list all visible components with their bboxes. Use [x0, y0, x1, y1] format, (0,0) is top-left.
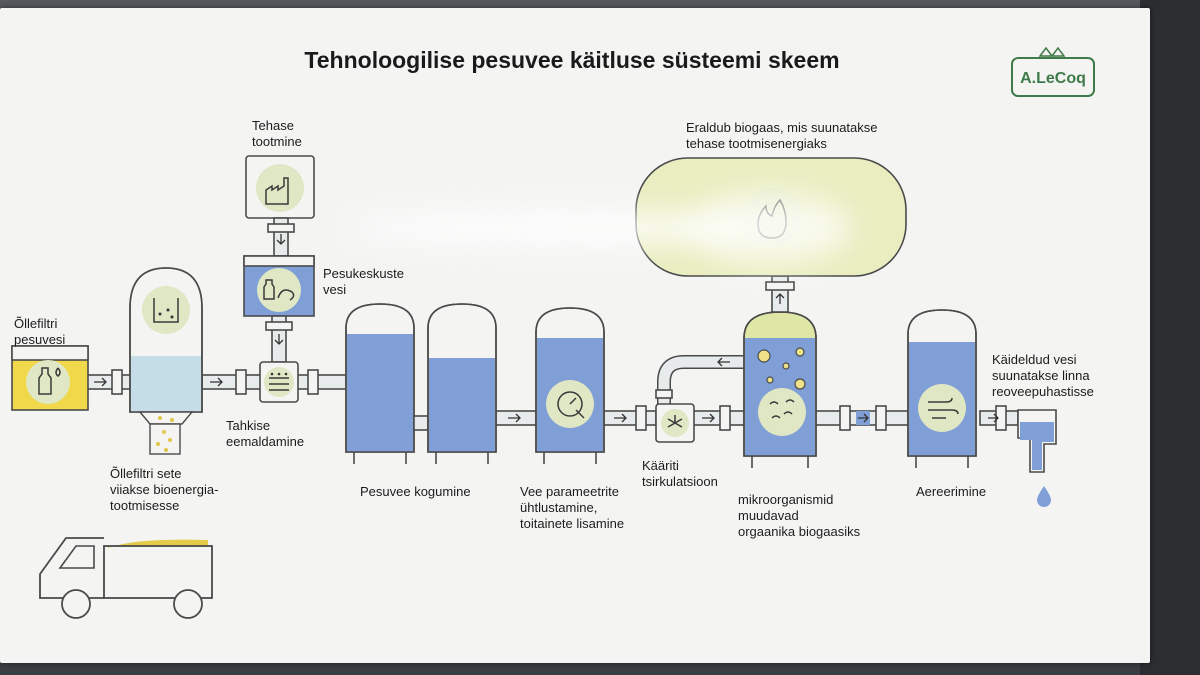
gauge-icon	[557, 391, 583, 417]
bacteria-icon	[769, 399, 795, 419]
fan-icon	[667, 415, 683, 428]
flow-arrow-icon	[702, 413, 715, 423]
flow-arrow-icon	[717, 357, 730, 367]
parameter-tank	[535, 307, 605, 464]
wash-station-tank	[243, 255, 315, 363]
flow-arrow-icon	[775, 293, 785, 304]
flow-arrow-icon	[614, 413, 627, 423]
flow-arrow-icon	[988, 413, 999, 423]
wall-edge	[1140, 0, 1200, 675]
aeration-label: Aereerimine	[916, 484, 986, 499]
bottle-icon	[38, 367, 52, 395]
collection-tank-1	[345, 303, 415, 464]
solids-removal-screen	[259, 361, 299, 403]
filter-screen-icon	[269, 377, 289, 391]
water-drop-icon	[1037, 486, 1051, 507]
flow-arrow-icon	[858, 413, 869, 423]
light-glare	[690, 188, 850, 268]
drop-icon	[55, 367, 61, 377]
diagram-title: Tehnoloogilise pesuvee käitluse süsteemi…	[304, 47, 839, 73]
treated-water-outlet	[1017, 409, 1057, 507]
container-icon	[153, 298, 179, 323]
flow-arrow-icon	[276, 234, 286, 245]
process-diagram: Tehnoloogilise pesuvee käitluse süsteemi…	[11, 46, 1095, 619]
info-board: Tehnoloogilise pesuvee käitluse süsteemi…	[0, 8, 1150, 663]
factory-icon	[265, 177, 289, 205]
filter-washwater-tank	[11, 345, 89, 411]
factory-production-unit	[245, 155, 315, 257]
collection-tank-2	[427, 303, 497, 464]
collection-label: Pesuvee kogumine	[360, 484, 471, 499]
truck-icon	[39, 537, 213, 619]
beer-filter-column	[129, 267, 203, 455]
flow-arrow-icon	[210, 377, 223, 387]
aeration-tank	[907, 309, 977, 468]
crown-icon	[1038, 46, 1066, 58]
wind-icon	[928, 397, 959, 419]
connector-pipe	[413, 415, 429, 431]
flow-arrow-icon	[274, 334, 284, 345]
company-logo: A.LeCoq	[1011, 46, 1095, 97]
flow-arrow-icon	[508, 413, 521, 423]
logo-text: A.LeCoq	[1020, 70, 1086, 87]
bottle-pipe-icon	[263, 279, 295, 301]
biogas-reactor	[743, 275, 817, 468]
circulation-pump	[655, 355, 744, 443]
flow-arrow-icon	[94, 377, 107, 387]
